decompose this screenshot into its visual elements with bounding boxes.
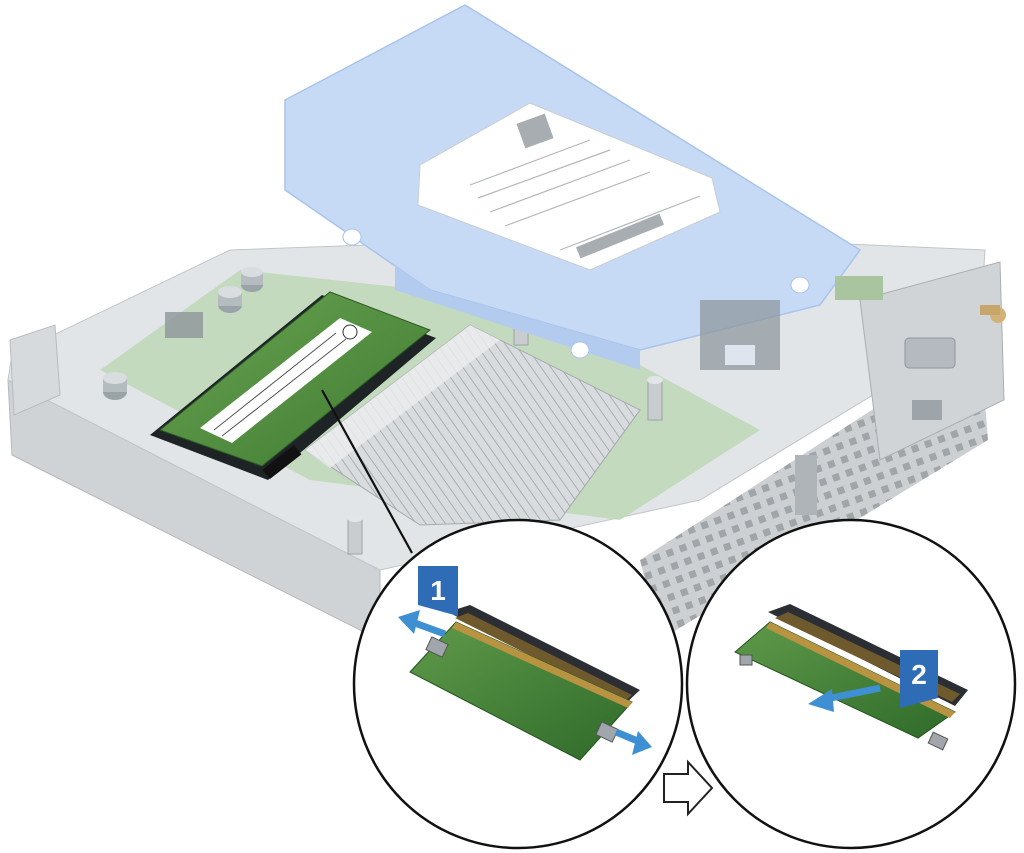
- step-number-1: 1: [430, 575, 446, 606]
- slide-out-arrow: [808, 684, 881, 712]
- spread-clip-arrow-left: [398, 610, 447, 638]
- ce-mark-icon: [342, 324, 358, 340]
- rear-connectors: [700, 276, 1006, 515]
- hdd-qr-code: [516, 113, 554, 149]
- detail-circle-step-1: 1: [352, 518, 684, 850]
- step-number-2: 2: [911, 659, 927, 690]
- callout-leader-line: [321, 389, 413, 554]
- step-badge-1: 1: [418, 566, 458, 616]
- detail-circle-1-outline: [352, 518, 684, 850]
- detail-circle-2-outline: [685, 518, 1017, 850]
- installed-memory-module: [150, 291, 436, 480]
- step-badge-2: 2: [900, 650, 938, 708]
- memory-label-sticker: [200, 318, 372, 443]
- hdd-barcode: [576, 213, 664, 259]
- hollow-right-arrow-icon: [663, 759, 714, 817]
- capacitors: [103, 267, 263, 400]
- hdd-label-lines: [469, 139, 701, 251]
- chassis-left-wall: [9, 324, 61, 416]
- detail-circle-step-2: 2: [685, 518, 1017, 850]
- spread-clip-arrow-right: [614, 728, 652, 755]
- securing-clip-right: [595, 721, 619, 743]
- hard-drive-bracket: [284, 4, 862, 370]
- computer-chassis: [7, 4, 1006, 641]
- heat-sink-top: [305, 325, 500, 468]
- securing-clip-left: [425, 636, 449, 658]
